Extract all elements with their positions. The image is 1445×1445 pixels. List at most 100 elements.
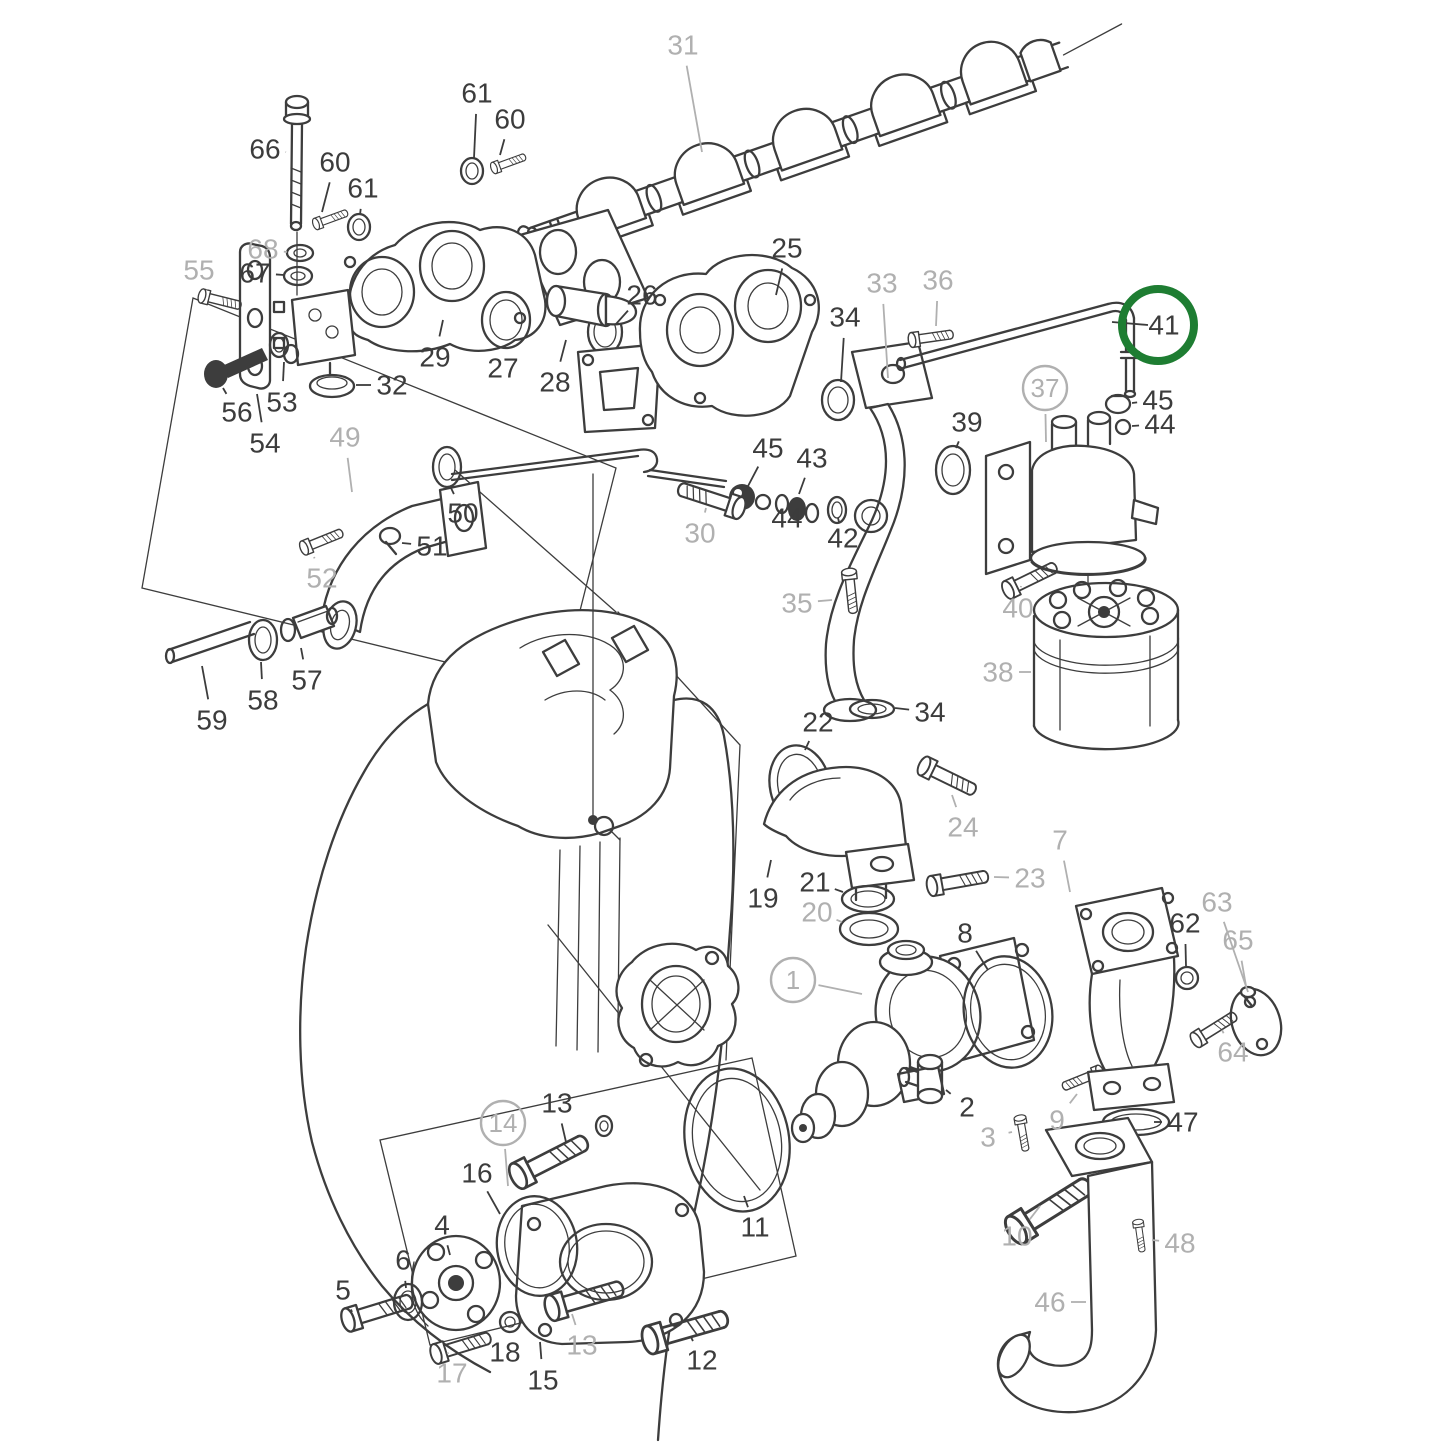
- part-label-50[interactable]: 50: [447, 487, 479, 529]
- part-label-18[interactable]: 18: [489, 1331, 521, 1368]
- part-label-25[interactable]: 25: [771, 233, 803, 296]
- part-label-29[interactable]: 29: [419, 319, 451, 373]
- part-label-28[interactable]: 28: [539, 339, 571, 398]
- part-label-15[interactable]: 15: [527, 1341, 559, 1396]
- part-label-44[interactable]: 44: [766, 503, 803, 534]
- part-label-55[interactable]: 55: [183, 255, 215, 291]
- part-label-48[interactable]: 48: [1151, 1228, 1196, 1259]
- leader-line: [446, 1245, 451, 1256]
- part-label-42[interactable]: 42: [827, 517, 859, 554]
- part-number-text: 29: [419, 342, 450, 373]
- part-label-24[interactable]: 24: [947, 794, 979, 843]
- part-number-text: 27: [487, 353, 518, 384]
- part-label-32[interactable]: 32: [356, 370, 408, 401]
- part-label-4[interactable]: 4: [434, 1210, 451, 1256]
- part-label-5[interactable]: 5: [335, 1275, 353, 1313]
- leader-line: [1029, 1205, 1041, 1220]
- part-label-22[interactable]: 22: [802, 707, 834, 751]
- part-label-13[interactable]: 13: [566, 1313, 598, 1361]
- part-label-54[interactable]: 54: [249, 393, 281, 459]
- part-label-9[interactable]: 9: [1049, 1093, 1078, 1136]
- highlight-ring: [1118, 285, 1198, 365]
- part-label-23[interactable]: 23: [993, 863, 1046, 894]
- part-number-text: 9: [1049, 1105, 1065, 1136]
- leader-line: [766, 507, 769, 510]
- part-label-13[interactable]: 13: [541, 1088, 573, 1143]
- part-number-text: 36: [922, 265, 953, 296]
- part-label-21[interactable]: 21: [799, 867, 844, 898]
- leader-line: [313, 556, 316, 559]
- leader-line: [256, 393, 263, 423]
- part-number-text: 3: [980, 1122, 996, 1153]
- part-label-10[interactable]: 10: [1001, 1205, 1041, 1252]
- part-label-61[interactable]: 61: [347, 173, 379, 216]
- part-number-text: 5: [335, 1275, 351, 1306]
- part-label-26[interactable]: 26: [615, 280, 658, 325]
- part-label-3[interactable]: 3: [980, 1122, 1013, 1153]
- part-label-64[interactable]: 64: [1217, 1029, 1249, 1068]
- leader-line: [346, 457, 353, 493]
- part-label-19[interactable]: 19: [747, 859, 779, 914]
- part-number-text: 50: [447, 498, 478, 529]
- part-number-text: 31: [667, 30, 698, 61]
- part-label-31[interactable]: 31: [667, 30, 703, 153]
- part-label-51[interactable]: 51: [401, 531, 448, 562]
- part-label-61[interactable]: 61: [461, 78, 493, 159]
- part-label-62[interactable]: 62: [1169, 908, 1201, 967]
- part-label-6[interactable]: 6: [395, 1245, 411, 1289]
- part-label-17[interactable]: 17: [436, 1352, 468, 1389]
- part-label-59[interactable]: 59: [196, 665, 228, 736]
- callout-circle: [769, 956, 817, 1004]
- part-label-49[interactable]: 49: [329, 422, 361, 493]
- part-label-38[interactable]: 38: [982, 657, 1031, 688]
- part-label-65[interactable]: 65: [1222, 925, 1254, 987]
- leader-line: [798, 477, 806, 495]
- part-label-39[interactable]: 39: [951, 407, 983, 449]
- part-label-60[interactable]: 60: [319, 147, 351, 213]
- part-label-56[interactable]: 56: [221, 387, 253, 428]
- part-number-text: 25: [771, 233, 802, 264]
- part-label-30[interactable]: 30: [684, 507, 716, 549]
- part-label-27[interactable]: 27: [487, 345, 519, 384]
- part-label-7[interactable]: 7: [1052, 825, 1071, 893]
- part-label-1[interactable]: 1: [769, 956, 863, 1004]
- part-number-text: 58: [247, 685, 278, 716]
- part-number-text: 1: [786, 965, 800, 995]
- part-label-53[interactable]: 53: [266, 361, 298, 418]
- part-label-11[interactable]: 11: [740, 1195, 770, 1243]
- leader-line: [401, 542, 412, 545]
- part-label-8[interactable]: 8: [957, 918, 989, 971]
- part-label-45[interactable]: 45: [1131, 385, 1174, 416]
- part-label-14[interactable]: 14: [479, 1099, 527, 1187]
- part-label-67[interactable]: 67: [239, 258, 285, 289]
- part-label-57[interactable]: 57: [291, 647, 323, 696]
- part-label-34[interactable]: 34: [894, 697, 946, 728]
- leader-line: [486, 1190, 501, 1215]
- part-number-text: 67: [239, 258, 270, 289]
- part-label-37[interactable]: 37: [1021, 364, 1069, 443]
- part-label-52[interactable]: 52: [306, 556, 338, 594]
- part-label-60[interactable]: 60: [494, 104, 526, 156]
- part-label-34[interactable]: 34: [829, 302, 861, 383]
- part-label-33[interactable]: 33: [866, 268, 898, 379]
- part-label-43[interactable]: 43: [796, 443, 828, 495]
- leader-line: [559, 339, 567, 362]
- part-label-63[interactable]: 63: [1201, 887, 1249, 993]
- part-label-68[interactable]: 68: [247, 234, 288, 265]
- part-label-41-highlighted[interactable]: 41: [1111, 285, 1198, 365]
- part-label-40[interactable]: 40: [1002, 585, 1034, 624]
- part-label-58[interactable]: 58: [247, 661, 279, 716]
- part-label-47[interactable]: 47: [1154, 1107, 1199, 1138]
- part-label-66[interactable]: 66: [249, 134, 287, 165]
- part-label-16[interactable]: 16: [461, 1158, 501, 1215]
- part-label-44[interactable]: 44: [1131, 409, 1176, 440]
- part-label-12[interactable]: 12: [686, 1336, 718, 1376]
- part-label-36[interactable]: 36: [922, 265, 954, 327]
- part-number-text: 56: [221, 397, 252, 428]
- part-label-20[interactable]: 20: [801, 897, 843, 928]
- part-label-46[interactable]: 46: [1034, 1287, 1086, 1318]
- leader-line: [275, 273, 285, 276]
- part-label-45[interactable]: 45: [746, 433, 784, 489]
- part-label-2[interactable]: 2: [945, 1089, 975, 1123]
- part-label-35[interactable]: 35: [781, 588, 833, 619]
